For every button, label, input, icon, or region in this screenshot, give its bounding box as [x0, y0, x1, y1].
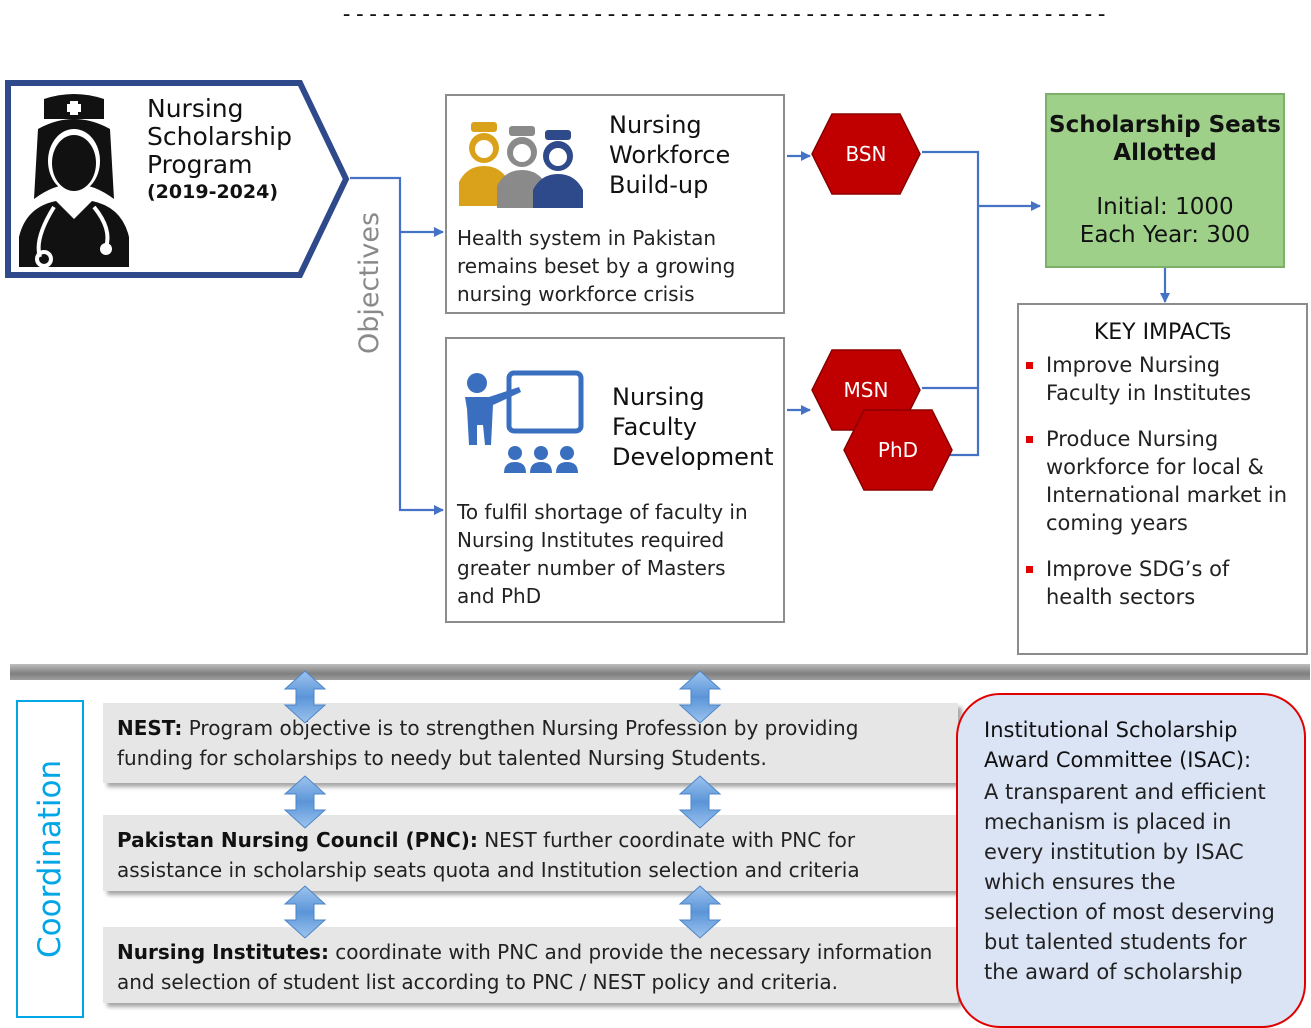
hexagon-bsn-label: BSN — [845, 142, 887, 166]
program-years: (2019-2024) — [147, 181, 279, 203]
isac-box: Institutional Scholarship Award Committe… — [956, 693, 1306, 1028]
pnc-label: Pakistan Nursing Council (PNC): — [117, 828, 478, 852]
seats-each-year: Each Year: 300 — [1079, 222, 1251, 248]
nest-text-1: Program objective is to strengthen Nursi… — [182, 716, 859, 740]
nurse-icon — [19, 94, 129, 268]
coordination-box — [16, 700, 84, 1018]
nest-label: NEST: — [117, 716, 183, 740]
hexagon-bsn: BSN — [810, 112, 922, 196]
hexagon-phd: PhD — [842, 408, 954, 492]
isac-title: Institutional Scholarship Award Committe… — [984, 718, 1252, 772]
key-impacts-title: KEY IMPACTs — [1093, 320, 1232, 345]
objective-faculty-title: Nursing Faculty Development — [612, 383, 774, 471]
hexagon-msn-label: MSN — [843, 378, 889, 402]
pnc-text-1: NEST further coordinate with PNC for — [477, 828, 856, 852]
objective-faculty-box: Nursing Faculty Development To fulfil sh… — [445, 337, 785, 623]
objective-faculty-text: To fulfil shortage of faculty in Nursing… — [457, 500, 748, 608]
nurses-group-icon — [459, 122, 583, 208]
institutes-strip: Nursing Institutes: coordinate with PNC … — [103, 927, 958, 1003]
teacher-icon — [465, 370, 584, 473]
header-dashes: ----------------------------------------… — [340, 2, 1109, 27]
seats-initial: Initial: 1000 — [1096, 194, 1234, 220]
hexagon-phd-label: PhD — [877, 438, 919, 462]
objective-workforce-box: Nursing Workforce Build-up Health system… — [445, 94, 785, 314]
program-title: Nursing Scholarship Program (2019-2024) — [147, 94, 292, 204]
nest-text-2: funding for scholarships to needy but ta… — [117, 746, 767, 770]
institutes-text-2: and selection of student list according … — [117, 970, 839, 994]
isac-text: A transparent and efficient mechanism is… — [984, 780, 1275, 984]
pnc-strip: Pakistan Nursing Council (PNC): NEST fur… — [103, 815, 958, 891]
scholarship-seats-title: Scholarship Seats Allotted — [1049, 112, 1281, 166]
objective-workforce-text: Health system in Pakistan remains beset … — [457, 226, 736, 306]
scholarship-seats-box: Scholarship Seats Allotted Initial: 1000… — [1045, 93, 1285, 268]
nest-strip: NEST: Program objective is to strengthen… — [103, 703, 958, 783]
institutes-text-1: coordinate with PNC and provide the nece… — [328, 940, 933, 964]
objective-workforce-title: Nursing Workforce Build-up — [609, 111, 731, 199]
section-divider — [10, 664, 1310, 680]
institutes-label: Nursing Institutes: — [117, 940, 329, 964]
pnc-text-2: assistance in scholarship seats quota an… — [117, 858, 860, 882]
